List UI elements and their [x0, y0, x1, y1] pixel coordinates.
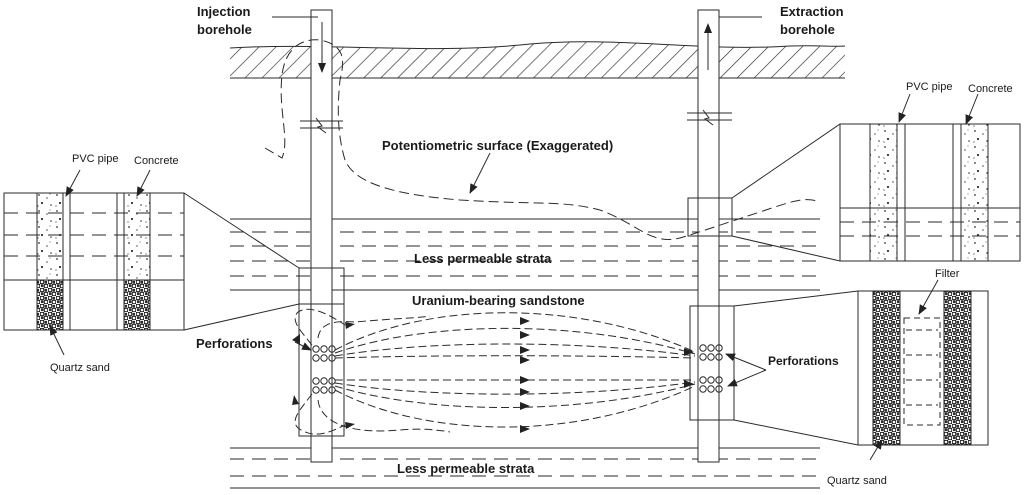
right-top-concrete-label: Concrete [968, 83, 1013, 95]
ground-surface-layer [229, 41, 846, 79]
injection-borehole-label-line1: Injection [197, 4, 251, 19]
right-top-pvc-label: PVC pipe [906, 81, 952, 93]
left-inset-quartz-label: Quartz sand [50, 362, 110, 374]
extraction-borehole-label-line1: Extraction [780, 4, 844, 19]
callout-arrows [294, 152, 767, 387]
extraction-borehole-label-line2: borehole [780, 22, 835, 37]
right-bottom-inset-detail [733, 279, 989, 461]
flow-arrowheads [292, 317, 694, 433]
potentiometric-surface-label: Potentiometric surface (Exaggerated) [382, 138, 613, 153]
upper-strata-label: Less permeable strata [414, 251, 552, 266]
flow-lines [294, 308, 696, 435]
right-bottom-quartz-label: Quartz sand [827, 475, 887, 487]
extraction-perforations [699, 344, 723, 393]
right-bottom-filter-label: Filter [935, 268, 960, 280]
injection-perforations [312, 345, 336, 394]
sandstone-label: Uranium-bearing sandstone [412, 293, 585, 308]
perforations-left-label: Perforations [196, 336, 273, 351]
injection-borehole-label-line2: borehole [197, 22, 252, 37]
lower-strata-label: Less permeable strata [397, 461, 535, 476]
potentiometric-surface-curve [264, 39, 821, 240]
left-inset-pvc-label: PVC pipe [72, 153, 118, 165]
right-top-inset-detail [731, 93, 1021, 262]
perforations-right-label: Perforations [768, 354, 839, 368]
left-inset-concrete-label: Concrete [134, 155, 179, 167]
left-inset-detail [3, 169, 300, 356]
